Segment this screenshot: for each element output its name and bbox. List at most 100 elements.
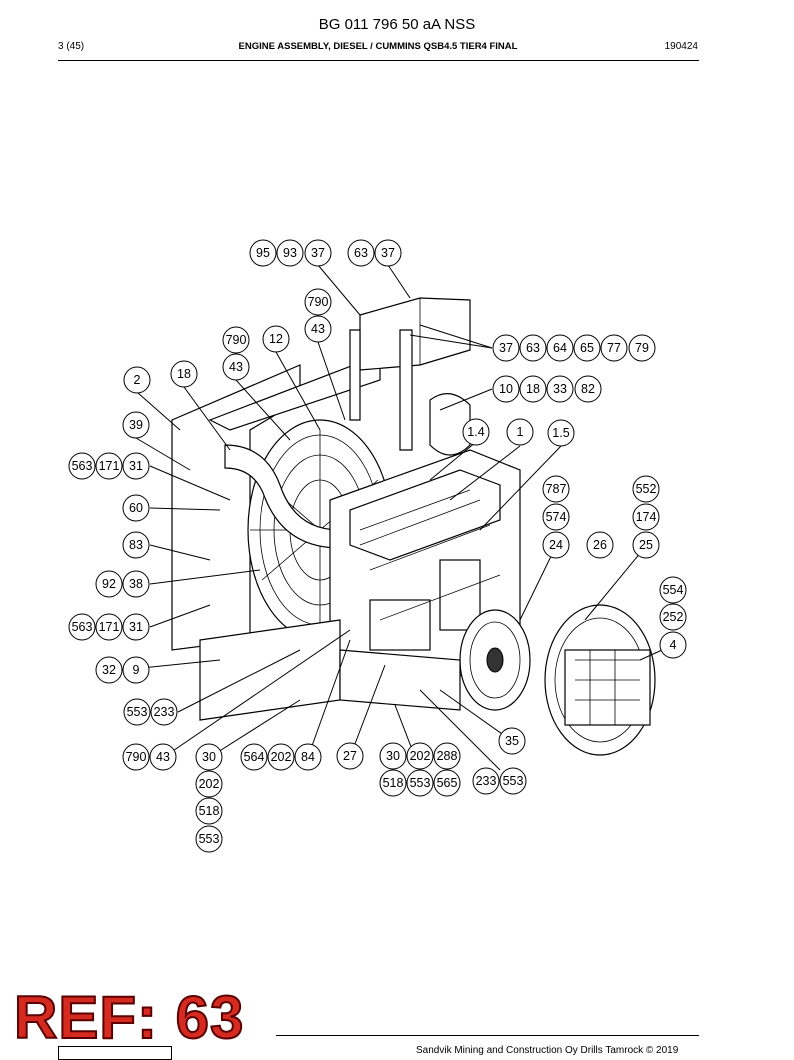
callout-37: 37 bbox=[304, 239, 332, 267]
page-number: 3 (45) bbox=[58, 41, 85, 52]
svg-text:202: 202 bbox=[410, 749, 431, 763]
svg-text:563: 563 bbox=[72, 620, 93, 634]
svg-text:518: 518 bbox=[199, 804, 220, 818]
callout-38: 38 bbox=[122, 570, 150, 598]
svg-text:83: 83 bbox=[129, 538, 143, 552]
callout-31: 31 bbox=[122, 613, 150, 641]
callout-30: 30 bbox=[195, 743, 223, 771]
callout-552: 552 bbox=[632, 475, 660, 503]
callout-553: 553 bbox=[123, 698, 151, 726]
svg-text:93: 93 bbox=[283, 246, 297, 260]
svg-text:18: 18 bbox=[526, 382, 540, 396]
svg-text:43: 43 bbox=[311, 322, 325, 336]
callout-202: 202 bbox=[195, 770, 223, 798]
svg-text:30: 30 bbox=[386, 749, 400, 763]
callout-32: 32 bbox=[95, 656, 123, 684]
callout-25: 25 bbox=[632, 531, 660, 559]
svg-text:790: 790 bbox=[226, 333, 247, 347]
svg-text:39: 39 bbox=[129, 418, 143, 432]
callout-288: 288 bbox=[433, 742, 461, 770]
svg-text:202: 202 bbox=[199, 777, 220, 791]
svg-text:233: 233 bbox=[476, 774, 497, 788]
svg-text:79: 79 bbox=[635, 341, 649, 355]
callout-233: 233 bbox=[150, 698, 178, 726]
callout-43: 43 bbox=[149, 743, 177, 771]
svg-text:252: 252 bbox=[663, 610, 684, 624]
callout-84: 84 bbox=[294, 743, 322, 771]
callout-553: 553 bbox=[499, 767, 527, 795]
svg-text:25: 25 bbox=[639, 538, 653, 552]
svg-text:553: 553 bbox=[503, 774, 524, 788]
callout-9: 9 bbox=[122, 656, 150, 684]
svg-text:4: 4 bbox=[670, 638, 677, 652]
svg-text:26: 26 bbox=[593, 538, 607, 552]
svg-text:95: 95 bbox=[256, 246, 270, 260]
footer-copyright: Sandvik Mining and Construction Oy Drill… bbox=[416, 1045, 679, 1056]
svg-text:171: 171 bbox=[99, 620, 120, 634]
svg-text:24: 24 bbox=[549, 538, 563, 552]
callout-565: 565 bbox=[433, 769, 461, 797]
svg-text:790: 790 bbox=[126, 750, 147, 764]
callout-10: 10 bbox=[492, 375, 520, 403]
callout-171: 171 bbox=[95, 452, 123, 480]
callout-43: 43 bbox=[304, 315, 332, 343]
svg-text:790: 790 bbox=[308, 295, 329, 309]
callout-63: 63 bbox=[347, 239, 375, 267]
callout-574: 574 bbox=[542, 503, 570, 531]
callout-64: 64 bbox=[546, 334, 574, 362]
callout-518: 518 bbox=[195, 797, 223, 825]
callout-518: 518 bbox=[379, 769, 407, 797]
svg-text:787: 787 bbox=[546, 482, 567, 496]
callout-202: 202 bbox=[267, 743, 295, 771]
callout-31: 31 bbox=[122, 452, 150, 480]
callout-1.5: 1.5 bbox=[547, 419, 575, 447]
callout-12: 12 bbox=[262, 325, 290, 353]
callout-790: 790 bbox=[304, 288, 332, 316]
callout-233: 233 bbox=[472, 767, 500, 795]
svg-text:233: 233 bbox=[154, 705, 175, 719]
svg-text:553: 553 bbox=[410, 776, 431, 790]
callout-92: 92 bbox=[95, 570, 123, 598]
callout-252: 252 bbox=[659, 603, 687, 631]
callout-77: 77 bbox=[600, 334, 628, 362]
callout-18: 18 bbox=[519, 375, 547, 403]
callout-83: 83 bbox=[122, 531, 150, 559]
svg-text:1.4: 1.4 bbox=[467, 425, 484, 439]
svg-text:31: 31 bbox=[129, 620, 143, 634]
footer-rule bbox=[276, 1035, 699, 1036]
svg-text:30: 30 bbox=[202, 750, 216, 764]
svg-text:64: 64 bbox=[553, 341, 567, 355]
callout-1: 1 bbox=[506, 418, 534, 446]
svg-text:92: 92 bbox=[102, 577, 116, 591]
callout-202: 202 bbox=[406, 742, 434, 770]
callout-93: 93 bbox=[276, 239, 304, 267]
callout-26: 26 bbox=[586, 531, 614, 559]
svg-text:553: 553 bbox=[199, 832, 220, 846]
svg-text:18: 18 bbox=[177, 367, 191, 381]
callout-39: 39 bbox=[122, 411, 150, 439]
svg-text:63: 63 bbox=[526, 341, 540, 355]
callout-30: 30 bbox=[379, 742, 407, 770]
svg-text:27: 27 bbox=[343, 749, 357, 763]
callout-563: 563 bbox=[68, 452, 96, 480]
svg-text:171: 171 bbox=[99, 459, 120, 473]
svg-text:65: 65 bbox=[580, 341, 594, 355]
callout-4: 4 bbox=[659, 631, 687, 659]
callout-171: 171 bbox=[95, 613, 123, 641]
svg-text:564: 564 bbox=[244, 750, 265, 764]
svg-text:37: 37 bbox=[499, 341, 513, 355]
document-title: BG 011 796 50 aA NSS bbox=[318, 16, 476, 33]
callout-553: 553 bbox=[406, 769, 434, 797]
svg-text:1: 1 bbox=[517, 425, 524, 439]
callout-553: 553 bbox=[195, 825, 223, 853]
svg-text:31: 31 bbox=[129, 459, 143, 473]
svg-text:518: 518 bbox=[383, 776, 404, 790]
svg-text:1.5: 1.5 bbox=[552, 426, 569, 440]
callout-564: 564 bbox=[240, 743, 268, 771]
svg-text:174: 174 bbox=[636, 510, 657, 524]
svg-text:37: 37 bbox=[311, 246, 325, 260]
reference-stamp: REF: 63 bbox=[13, 984, 245, 1051]
callout-37: 37 bbox=[492, 334, 520, 362]
svg-text:552: 552 bbox=[636, 482, 657, 496]
